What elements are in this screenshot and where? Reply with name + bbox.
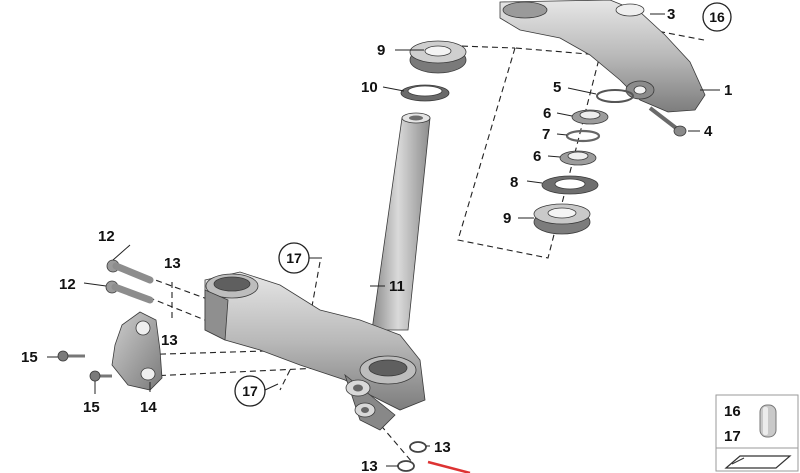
label-4: 4: [704, 123, 713, 140]
steering-stem-11: [371, 112, 431, 331]
label-13-top: 13: [164, 255, 181, 272]
label-17-lower: 17: [242, 383, 258, 399]
legend-box: 16 17: [715, 394, 799, 472]
bolt-4: [648, 106, 687, 137]
washer-7: [565, 129, 601, 143]
circlip-5: [596, 89, 634, 103]
dash-17-lower: [279, 369, 291, 391]
label-14: 14: [140, 399, 157, 416]
label-3: 3: [667, 6, 675, 23]
label-15-bottom: 15: [83, 399, 100, 416]
label-11: 11: [389, 278, 405, 295]
label-12-left: 12: [59, 276, 76, 293]
label-9-right: 9: [503, 210, 511, 227]
bearing-stack: [533, 89, 634, 235]
upper-assembly-frame: [457, 47, 601, 259]
arrow-icon: [724, 455, 792, 469]
label-6-upper: 6: [543, 105, 551, 122]
leader-lines: [47, 13, 720, 467]
label-5: 5: [553, 79, 561, 96]
lower-triple-clamp: [204, 271, 426, 431]
circled-callout-17-upper: 17: [278, 242, 322, 274]
label-17-upper: 17: [286, 250, 302, 266]
label-12-top: 12: [98, 228, 115, 245]
circled-callout-16: 16: [702, 2, 732, 32]
label-10: 10: [361, 79, 378, 96]
screws-15: [57, 350, 112, 382]
label-7: 7: [542, 126, 550, 143]
callout-labels: 9 10 3 1 4 5 6 7 6 8 9 11 12 12 13 13 13…: [21, 6, 732, 473]
label-16: 16: [709, 9, 725, 25]
label-8: 8: [510, 174, 518, 191]
label-15-left: 15: [21, 349, 38, 366]
label-13-mid: 13: [161, 332, 178, 349]
label-13-bottom: 13: [361, 458, 378, 473]
upper-triple-clamp: [499, 0, 706, 113]
bolts-12: [105, 259, 154, 304]
grease-tube-icon: [759, 404, 777, 438]
label-1: 1: [724, 82, 732, 99]
label-6-lower: 6: [533, 148, 541, 165]
clamp-14: [111, 311, 163, 391]
legend-17-label: 17: [724, 428, 741, 445]
ring-10: [400, 84, 450, 102]
bearing-9-top: [409, 40, 467, 74]
circled-callout-17-lower: 17: [234, 375, 266, 407]
legend-16-label: 16: [724, 403, 741, 420]
label-9-top: 9: [377, 42, 385, 59]
label-13-lower-right: 13: [434, 439, 451, 456]
dash-clamp-lower: [149, 367, 321, 377]
